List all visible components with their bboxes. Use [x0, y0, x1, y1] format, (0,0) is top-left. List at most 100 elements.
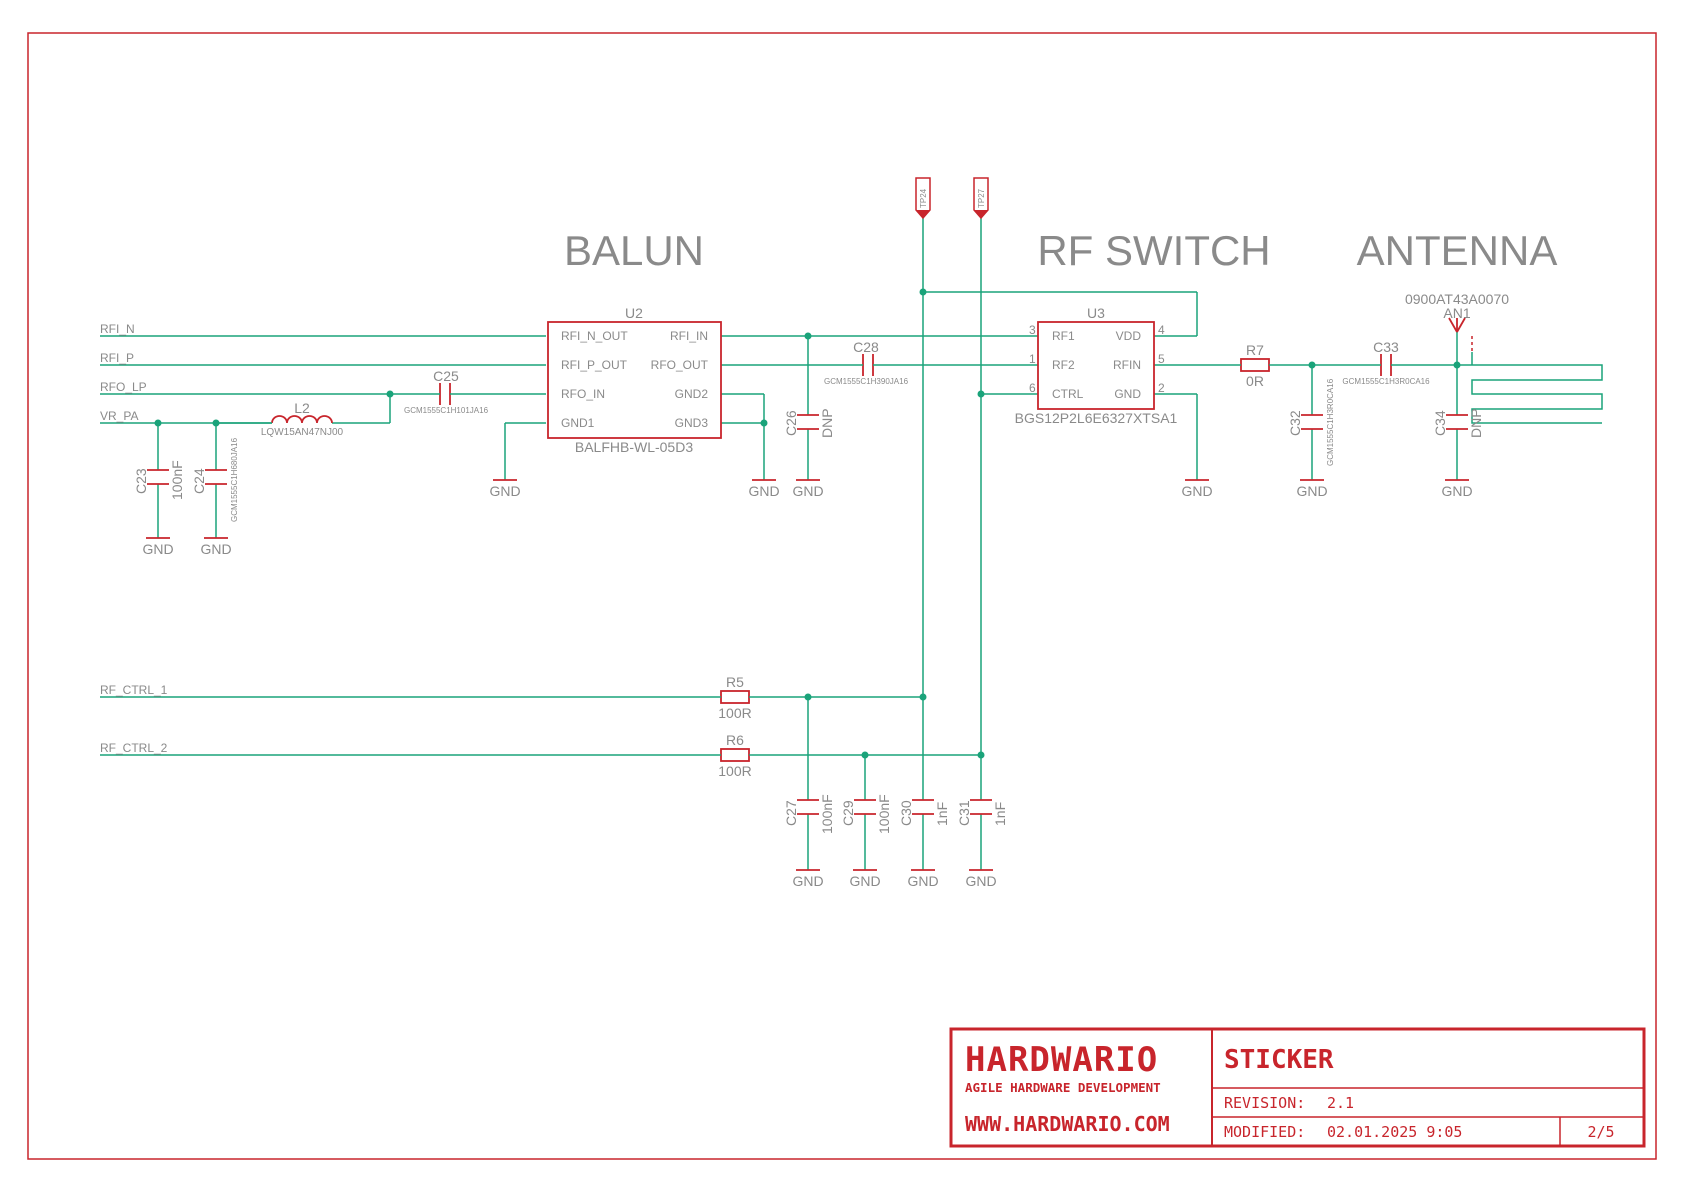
- svg-text:GND: GND: [489, 483, 520, 499]
- u3-ref: U3: [1087, 305, 1105, 321]
- svg-text:GND: GND: [1441, 483, 1472, 499]
- svg-text:GND: GND: [907, 873, 938, 889]
- tp24[interactable]: TP24: [915, 177, 931, 220]
- u3-pinnum-rfin: 5: [1158, 352, 1165, 366]
- c25-part: GCM1555C1H101JA16: [404, 406, 489, 415]
- gnd-c32: GND: [1296, 479, 1328, 499]
- gnd-c34: GND: [1441, 479, 1473, 499]
- net-rfi-p: RFI_P: [100, 351, 134, 365]
- section-antenna: ANTENNA: [1357, 227, 1558, 274]
- gnd-c27: GND: [792, 869, 824, 889]
- tp24-label: TP24: [919, 188, 928, 208]
- sheet-number: 2/5: [1587, 1123, 1614, 1141]
- tagline: AGILE HARDWARE DEVELOPMENT: [965, 1080, 1161, 1095]
- svg-text:GND: GND: [142, 541, 173, 557]
- u2-pin-rfo-in: RFO_IN: [561, 387, 605, 401]
- c31-value: 1nF: [992, 802, 1008, 826]
- gnd-c29: GND: [849, 869, 881, 889]
- l2-inductor[interactable]: L2 LQW15AN47NJ00: [261, 400, 344, 438]
- c24-ref: C24: [191, 468, 207, 494]
- u2-pin-rfo-out: RFO_OUT: [651, 358, 709, 372]
- c30-value: 1nF: [934, 802, 950, 826]
- svg-text:GND: GND: [748, 483, 779, 499]
- net-rfi-n: RFI_N: [100, 322, 135, 336]
- u2-pin-rfi-n-out: RFI_N_OUT: [561, 329, 628, 343]
- an1-ref: AN1: [1443, 305, 1470, 321]
- c26-capacitor[interactable]: C26 DNP: [783, 408, 835, 438]
- c31-ref: C31: [956, 800, 972, 826]
- c30-ref: C30: [898, 800, 914, 826]
- u2-pin-gnd1: GND1: [561, 416, 595, 430]
- an1-antenna[interactable]: 0900AT43A0070 AN1: [1405, 291, 1509, 365]
- r6-resistor[interactable]: R6 100R: [718, 732, 752, 779]
- r6-value: 100R: [718, 763, 751, 779]
- c27-value: 100nF: [819, 794, 835, 834]
- c28-capacitor[interactable]: C28 GCM1555C1H390JA16: [824, 339, 909, 386]
- gnd-c23: GND: [142, 537, 174, 557]
- an1-part: 0900AT43A0070: [1405, 291, 1509, 307]
- c33-capacitor[interactable]: C33 GCM1555C1H3R0CA16: [1342, 339, 1430, 386]
- c29-capacitor[interactable]: C29 100nF: [840, 794, 892, 834]
- u2-ref: U2: [625, 305, 643, 321]
- section-rf-switch: RF SWITCH: [1037, 227, 1270, 274]
- c25-capacitor[interactable]: C25 GCM1555C1H101JA16: [404, 368, 489, 415]
- r7-resistor[interactable]: R7 0R: [1226, 342, 1284, 389]
- gnd-c24: GND: [200, 537, 232, 557]
- u3-pinnum-ctrl: 6: [1029, 381, 1036, 395]
- c29-value: 100nF: [876, 794, 892, 834]
- u2-balun[interactable]: U2 BALFHB-WL-05D3 RFI_N_OUT RFI_P_OUT RF…: [547, 305, 722, 455]
- c33-part: GCM1555C1H3R0CA16: [1342, 377, 1430, 386]
- gnd-symbols: GND GND GND GND GND GND GND GND GND GND …: [142, 479, 1473, 889]
- u3-pin-rf1: RF1: [1052, 329, 1075, 343]
- c26-ref: C26: [783, 410, 799, 436]
- c28-part: GCM1555C1H390JA16: [824, 377, 909, 386]
- svg-text:GND: GND: [965, 873, 996, 889]
- l2-ref: L2: [294, 400, 310, 416]
- gnd-c31: GND: [965, 869, 997, 889]
- u3-rf-switch[interactable]: U3 BGS12P2L6E6327XTSA1 RF1 RF2 CTRL VDD …: [1015, 305, 1178, 426]
- c34-value: DNP: [1468, 408, 1484, 438]
- u3-pin-ctrl: CTRL: [1052, 387, 1084, 401]
- revision-value: 2.1: [1327, 1094, 1354, 1112]
- u2-pin-gnd3: GND3: [675, 416, 709, 430]
- u3-pin-rf2: RF2: [1052, 358, 1075, 372]
- c27-ref: C27: [783, 800, 799, 826]
- c30-capacitor[interactable]: C30 1nF: [898, 799, 950, 826]
- u3-pinnum-rf2: 1: [1029, 352, 1036, 366]
- c32-capacitor[interactable]: C32 GCM1555C1H3R0CA16: [1287, 378, 1335, 466]
- c24-capacitor[interactable]: C24 GCM1555C1H680JA16: [191, 437, 239, 522]
- c32-part: GCM1555C1H3R0CA16: [1326, 378, 1335, 466]
- gnd-c26: GND: [792, 479, 824, 499]
- website: WWW.HARDWARIO.COM: [965, 1112, 1170, 1136]
- tp27-label: TP27: [977, 188, 986, 208]
- gnd-u2-gnd23: GND: [748, 479, 780, 499]
- c33-ref: C33: [1373, 339, 1399, 355]
- svg-text:GND: GND: [849, 873, 880, 889]
- c23-capacitor[interactable]: C23 100nF: [133, 460, 185, 500]
- c27-capacitor[interactable]: C27 100nF: [783, 794, 835, 834]
- r7-ref: R7: [1246, 342, 1264, 358]
- c23-ref: C23: [133, 468, 149, 494]
- r5-ref: R5: [726, 674, 744, 690]
- c31-capacitor[interactable]: C31 1nF: [956, 799, 1008, 826]
- u3-pinnum-vdd: 4: [1158, 323, 1165, 337]
- r7-value: 0R: [1246, 373, 1264, 389]
- modified-label: MODIFIED:: [1224, 1123, 1305, 1141]
- section-balun: BALUN: [564, 227, 704, 274]
- gnd-u3: GND: [1181, 479, 1213, 499]
- u2-pin-rfi-p-out: RFI_P_OUT: [561, 358, 628, 372]
- c23-value: 100nF: [169, 460, 185, 500]
- tp27[interactable]: TP27: [973, 177, 989, 220]
- c26-value: DNP: [819, 408, 835, 438]
- c34-capacitor[interactable]: C34 DNP: [1432, 408, 1484, 438]
- r5-value: 100R: [718, 705, 751, 721]
- u2-pin-rfi-in: RFI_IN: [670, 329, 708, 343]
- c25-ref: C25: [433, 368, 459, 384]
- r5-resistor[interactable]: R5 100R: [718, 674, 752, 721]
- net-rf-ctrl-1: RF_CTRL_1: [100, 683, 168, 697]
- svg-text:GND: GND: [792, 483, 823, 499]
- u3-part: BGS12P2L6E6327XTSA1: [1015, 410, 1178, 426]
- u3-pin-rfin: RFIN: [1113, 358, 1141, 372]
- c32-ref: C32: [1287, 410, 1303, 436]
- u3-pinnum-gnd: 2: [1158, 381, 1165, 395]
